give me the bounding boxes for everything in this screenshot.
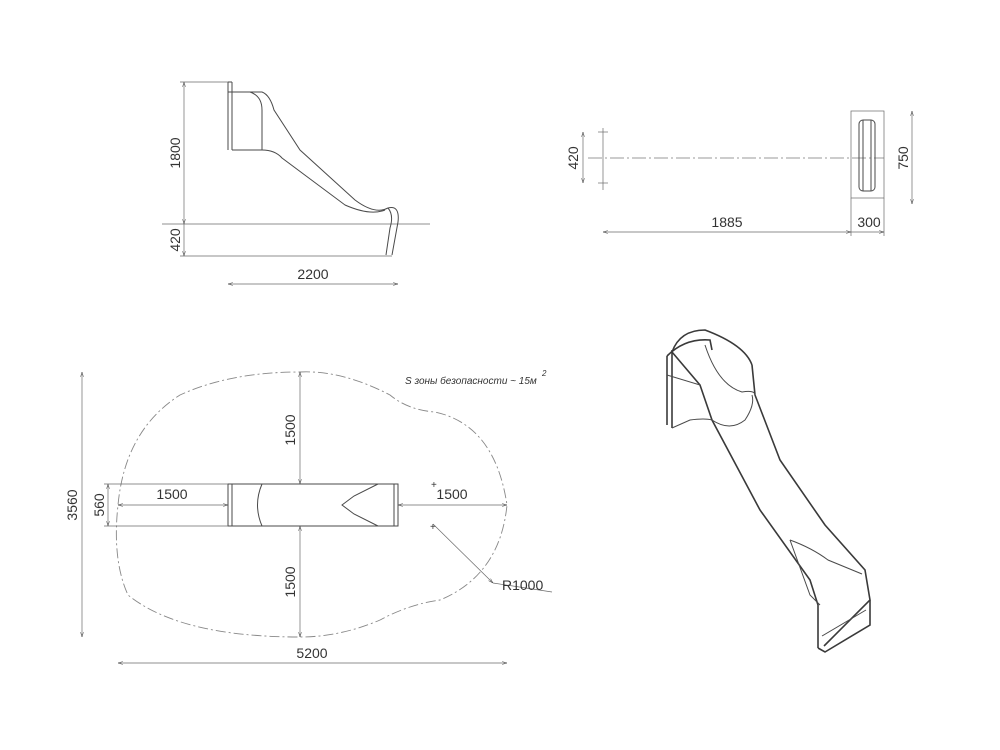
bottom-clearance-label: 1500 (282, 566, 298, 597)
slide-width-label: 560 (91, 493, 107, 517)
top-outer-width-label: 750 (895, 146, 911, 170)
left-clearance-label: 1500 (156, 486, 187, 502)
top-length-label: 1885 (711, 214, 742, 230)
platform-outline (850, 110, 885, 199)
top-platform-label: 300 (857, 214, 881, 230)
side-length-label: 2200 (297, 266, 328, 282)
top-width-label: 420 (565, 146, 581, 170)
safety-area-note: S зоны безопасности ~ 15м (405, 375, 537, 387)
total-depth-label: 3560 (64, 489, 80, 520)
radius-label: R1000 (502, 577, 543, 593)
side-base-label: 420 (167, 228, 183, 252)
safety-area-exponent: 2 (541, 369, 547, 378)
top-clearance-label: 1500 (282, 414, 298, 445)
side-view: 1800 420 2200 (162, 81, 430, 284)
total-length-label: 5200 (296, 645, 327, 661)
right-clearance-label: 1500 (436, 486, 467, 502)
center-mark: + (431, 480, 437, 491)
slide-plan (227, 483, 399, 527)
top-view: 420 750 1885 300 (565, 110, 912, 236)
svg-text:+: + (430, 522, 436, 533)
side-height-label: 1800 (167, 137, 183, 168)
platform-rails (858, 119, 876, 192)
safety-zone-outline (115, 371, 508, 638)
isometric-slide-view (666, 329, 871, 653)
safety-zone-plan: S зоны безопасности ~ 15м 2 3560 560 150… (64, 369, 553, 663)
slide-side-profile (227, 82, 399, 256)
